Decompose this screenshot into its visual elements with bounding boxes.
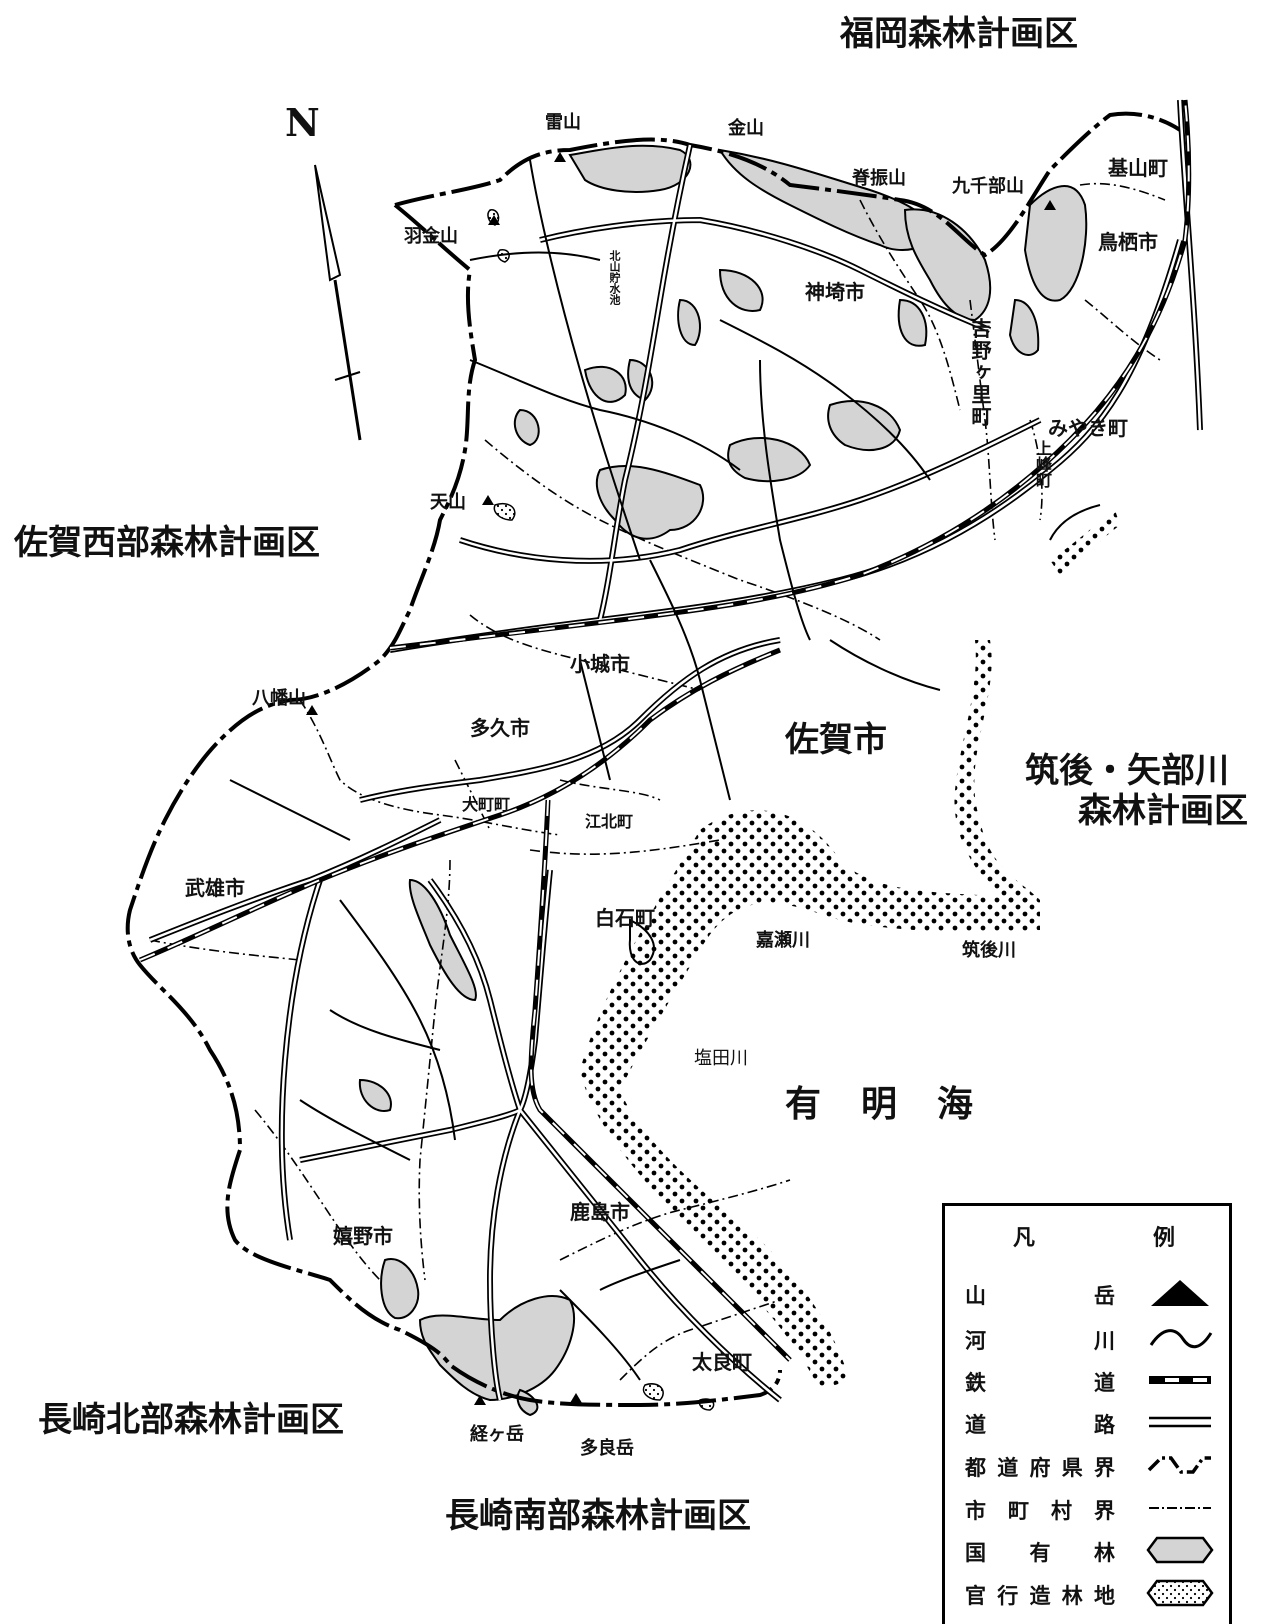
legend-row-road: 道路 <box>965 1403 1215 1443</box>
reservoir-kitayama: 北山貯水池 <box>608 250 621 305</box>
mountain-taradake: 多良岳 <box>580 1438 634 1459</box>
mountain-sefuri: 脊振山 <box>852 168 906 189</box>
legend-label-mountain: 山岳 <box>965 1284 1115 1308</box>
map-legend: 凡 例 山岳 河川 鉄道 道路 都道府県界 市町村界 国有林 官行造林地 <box>942 1203 1232 1624</box>
river-kase: 嘉瀬川 <box>756 930 810 951</box>
mountain-raizan: 雷山 <box>545 112 581 133</box>
chikugo-upper-flat <box>1050 510 1120 575</box>
region-label-fukuoka: 福岡森林計画区 <box>840 14 1078 54</box>
national-forest-fill-icon <box>1146 1536 1214 1564</box>
legend-label-government-plantation: 官行造林地 <box>965 1584 1115 1608</box>
minor-roads-and-rivers <box>229 159 1101 1381</box>
municipality-miyaki: みやき町 <box>1048 416 1128 440</box>
municipality-kiyama: 基山町 <box>1108 156 1168 180</box>
region-label-chikugo-yabegawa-2: 森林計画区 <box>1078 791 1248 831</box>
mountain-triangle-icon <box>1151 1280 1209 1306</box>
legend-title-left: 凡 <box>1013 1226 1036 1251</box>
legend-label-road: 道路 <box>965 1413 1115 1437</box>
road-double-line-icon <box>1149 1416 1211 1428</box>
legend-row-government-plantation: 官行造林地 <box>965 1574 1215 1614</box>
municipality-yoshinogari: 吉野ヶ里町 <box>968 318 992 428</box>
mountain-tenzan: 天山 <box>430 492 466 513</box>
municipality-shiroishi: 白石町 <box>595 906 655 930</box>
railway-line-icon <box>1149 1376 1211 1384</box>
government-plantation-dotted-icon <box>1146 1579 1214 1607</box>
legend-row-railway: 鉄道 <box>965 1361 1215 1401</box>
north-label: N <box>285 100 320 145</box>
legend-row-river: 河川 <box>965 1319 1215 1359</box>
legend-label-municipal-boundary: 市町村界 <box>965 1499 1115 1523</box>
mountain-kanayama: 金山 <box>728 118 764 139</box>
legend-row-municipal-boundary: 市町村界 <box>965 1489 1215 1529</box>
municipal-boundaries <box>149 182 1166 1381</box>
legend-row-prefecture-boundary: 都道府県界 <box>965 1446 1215 1486</box>
river-chikugo: 筑後川 <box>962 940 1016 961</box>
region-label-chikugo-yabegawa-1: 筑後・矢部川 <box>1025 751 1229 791</box>
municipality-tosu: 鳥栖市 <box>1098 230 1158 254</box>
municipality-omachi: 大町町 <box>462 795 511 814</box>
legend-label-national-forest: 国有林 <box>965 1541 1115 1565</box>
municipality-kamimine: 上峰町 <box>1033 440 1052 488</box>
sea-ariake: 有明海 <box>785 1084 1014 1125</box>
chikugo-river-flat <box>954 640 1040 905</box>
river-wave-icon <box>1149 1329 1213 1349</box>
region-label-saga-west: 佐賀西部森林計画区 <box>14 523 320 563</box>
legend-label-railway: 鉄道 <box>965 1371 1115 1395</box>
mountain-hachiman: 八幡山 <box>252 688 306 709</box>
legend-row-national-forest: 国有林 <box>965 1531 1215 1571</box>
municipality-saga: 佐賀市 <box>785 720 887 760</box>
legend-row-mountain: 山岳 <box>965 1274 1215 1314</box>
region-label-nagasaki-north: 長崎北部森林計画区 <box>38 1400 344 1440</box>
municipality-kohoku: 江北町 <box>585 812 634 831</box>
municipality-kashima: 鹿島市 <box>570 1200 630 1224</box>
legend-title-right: 例 <box>1153 1226 1176 1251</box>
municipality-ogi: 小城市 <box>570 652 630 676</box>
mountain-hagane: 羽金山 <box>404 226 458 247</box>
municipality-tara: 太良町 <box>692 1350 752 1374</box>
municipal-boundary-icon <box>1149 1507 1211 1509</box>
mountain-kyogatake: 経ヶ岳 <box>470 1424 524 1445</box>
municipality-taku: 多久市 <box>470 716 530 740</box>
prefecture-boundary-icon <box>1147 1456 1211 1474</box>
river-shiota: 塩田川 <box>694 1048 748 1069</box>
legend-label-river: 河川 <box>965 1329 1115 1353</box>
region-label-nagasaki-south: 長崎南部森林計画区 <box>445 1496 751 1536</box>
ariake-tidal-flats <box>580 810 1040 1390</box>
north-arrow <box>314 164 362 441</box>
mountain-peak-markers <box>306 152 1056 1405</box>
legend-label-prefecture-boundary: 都道府県界 <box>965 1456 1115 1480</box>
municipality-takeo: 武雄市 <box>185 876 245 900</box>
municipality-ureshino: 嬉野市 <box>333 1224 393 1248</box>
municipality-kanzaki: 神埼市 <box>805 280 865 304</box>
prefecture-boundary <box>125 111 1182 1408</box>
railways <box>139 99 1192 1362</box>
mountain-kusenbu: 九千部山 <box>952 176 1024 197</box>
